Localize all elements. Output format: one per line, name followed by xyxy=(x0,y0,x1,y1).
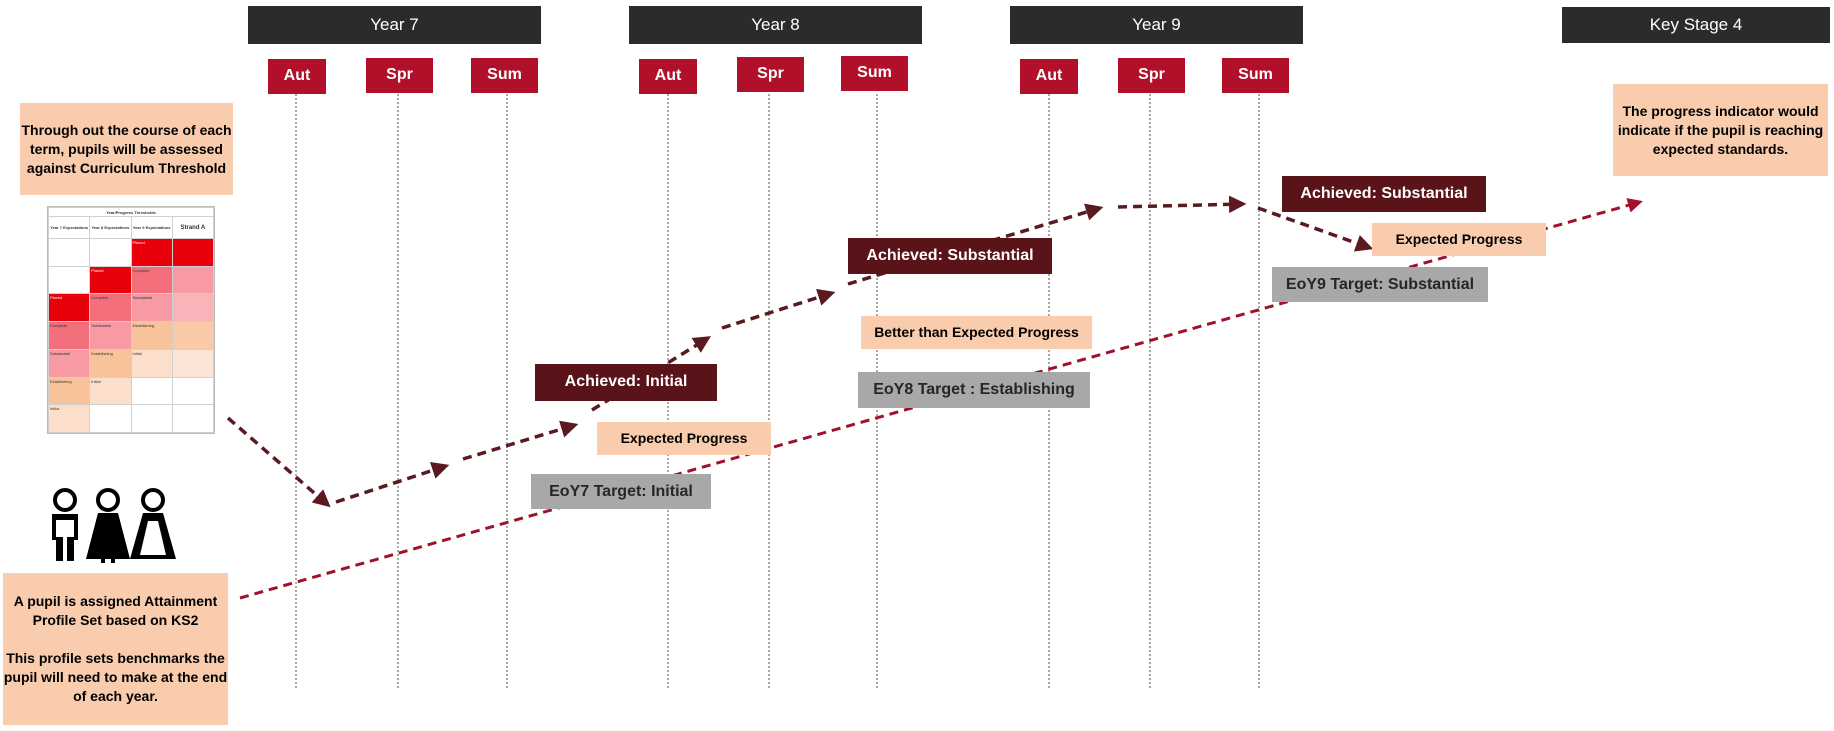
matrix-cell: Initial xyxy=(130,348,173,378)
achieved-initial-label: Achieved: Initial xyxy=(535,364,717,401)
term-line xyxy=(1258,94,1260,688)
matrix-col-header: Strand A xyxy=(171,216,215,239)
matrix-cell: Complete xyxy=(130,265,173,295)
matrix-cell: Substantial xyxy=(89,321,132,350)
matrix-cell: Initial xyxy=(89,376,132,406)
matrix-cell: Establishing xyxy=(89,348,132,378)
achieved-arrow xyxy=(462,420,579,461)
achieved-substantial-y9-label: Achieved: Substantial xyxy=(1282,176,1486,212)
year-7-header: Year 7 xyxy=(248,6,541,44)
term-sum: Sum xyxy=(841,56,908,91)
matrix-title: Year/Progress Thresholds xyxy=(48,207,214,217)
pupils-icon xyxy=(52,488,176,563)
achieved-arrow xyxy=(1117,195,1247,214)
curriculum-threshold-note: Through out the course of each term, pup… xyxy=(20,103,233,195)
matrix-cell: Establishing xyxy=(130,321,173,350)
matrix-cell: Complete xyxy=(47,321,91,350)
matrix-col-header: Year 8 Expectations xyxy=(89,216,132,239)
eoy9-target-label: EoY9 Target: Substantial xyxy=(1272,267,1488,302)
matrix-cell: Placed xyxy=(89,265,132,295)
year-8-header: Year 8 xyxy=(629,6,922,44)
term-spr: Spr xyxy=(366,58,433,93)
matrix-col-header: Year 7 Expectations xyxy=(47,216,91,239)
threshold-matrix: Year/Progress Thresholds Year 7 Expectat… xyxy=(47,206,215,434)
expected-progress-y7-label: Expected Progress xyxy=(597,422,771,455)
term-spr: Spr xyxy=(1118,58,1185,93)
matrix-cell: Complete xyxy=(89,293,132,323)
matrix-cell: Placed xyxy=(130,238,173,267)
achieved-arrow xyxy=(226,416,331,508)
year-9-header: Year 9 xyxy=(1010,6,1303,44)
matrix-cell: Establishing xyxy=(47,376,91,406)
term-line xyxy=(506,94,508,688)
term-line xyxy=(768,94,770,688)
term-aut: Aut xyxy=(1020,59,1078,94)
term-spr: Spr xyxy=(737,57,804,92)
matrix-cell: Substantial xyxy=(47,348,91,378)
achieved-arrow xyxy=(1257,206,1374,252)
expected-progress-y9-label: Expected Progress xyxy=(1372,223,1546,256)
term-line xyxy=(1149,94,1151,688)
progress-indicator-note: The progress indicator would indicate if… xyxy=(1613,84,1828,176)
term-aut: Aut xyxy=(268,59,326,94)
eoy7-target-label: EoY7 Target: Initial xyxy=(531,474,711,509)
matrix-col-header: Year 9 Expectations xyxy=(130,216,173,239)
achieved-arrow xyxy=(721,288,836,330)
eoy8-target-label: EoY8 Target : Establishing xyxy=(858,372,1090,408)
matrix-cell: Placed xyxy=(47,293,91,323)
achieved-arrow xyxy=(335,462,450,504)
matrix-cell: Substantial xyxy=(130,293,173,323)
matrix-cell: Initial xyxy=(47,404,91,433)
term-line xyxy=(397,94,399,688)
term-sum: Sum xyxy=(471,58,538,93)
term-aut: Aut xyxy=(639,59,697,94)
better-than-expected-y8-label: Better than Expected Progress xyxy=(861,316,1092,349)
attainment-profile-note: A pupil is assigned Attainment Profile S… xyxy=(3,573,228,725)
term-sum: Sum xyxy=(1222,58,1289,93)
term-line xyxy=(295,94,297,688)
key-stage-4-header: Key Stage 4 xyxy=(1562,7,1830,43)
achieved-substantial-y8-label: Achieved: Substantial xyxy=(848,238,1052,274)
